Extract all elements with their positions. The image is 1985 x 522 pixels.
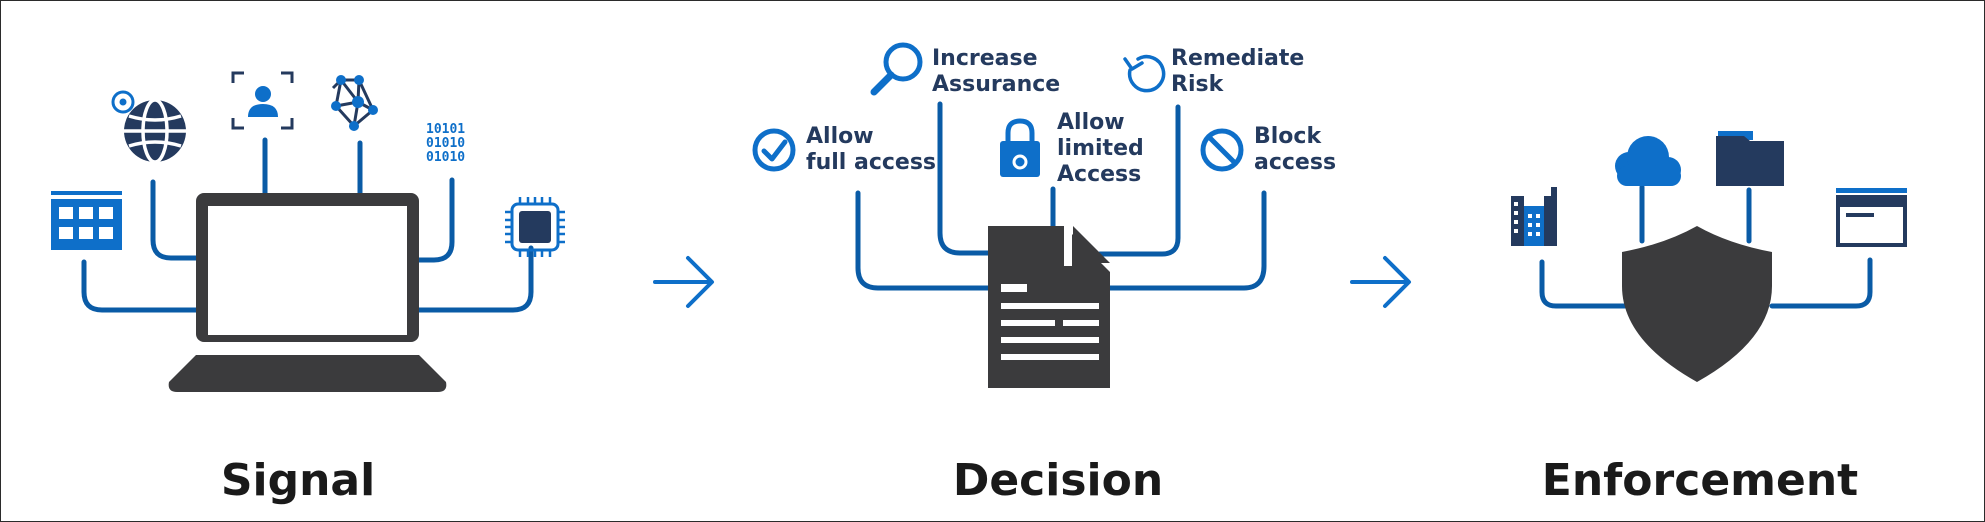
chip-icon: [505, 197, 565, 257]
blocked-icon: [1200, 128, 1244, 172]
enforcement-title: Enforcement: [1541, 455, 1859, 506]
signal-connectors: [81, 137, 534, 313]
window-icon: [1836, 188, 1907, 247]
option-allow-full-access: Allow full access: [806, 124, 937, 175]
svg-text:10101: 10101: [426, 122, 465, 137]
face-id-icon: [231, 71, 294, 130]
app-grid-icon: [51, 191, 122, 250]
network-graph-icon: [331, 75, 378, 131]
building-icon: [1511, 187, 1557, 246]
signal-title: Signal: [220, 455, 376, 506]
svg-text:01010: 01010: [426, 136, 465, 151]
laptop-icon: [168, 193, 447, 392]
location-globe-icon: [111, 90, 186, 164]
refresh-icon: [1123, 54, 1166, 93]
folder-icon: [1716, 131, 1784, 186]
decision-title: Decision: [952, 455, 1164, 506]
option-increase-assurance: Increase Assurance: [932, 46, 1061, 97]
enforcement-connectors: [1539, 184, 1873, 309]
arrow-right-icon: [653, 256, 714, 308]
shield-icon: [1622, 226, 1772, 382]
padlock-icon: [1000, 118, 1040, 177]
magnifier-icon: [870, 42, 923, 96]
decision-connectors: [855, 101, 1267, 291]
cloud-icon: [1615, 136, 1681, 186]
check-circle-icon: [752, 128, 796, 172]
option-block-access: Block access: [1254, 124, 1337, 175]
option-allow-limited-access: Allow limited Access: [1057, 110, 1144, 187]
document-icon: [988, 226, 1110, 388]
option-remediate-risk: Remediate Risk: [1171, 46, 1305, 97]
svg-text:01010: 01010: [426, 150, 465, 165]
binary-data-icon: 10101 01010 01010: [426, 122, 465, 165]
arrow-right-icon: [1350, 256, 1411, 308]
